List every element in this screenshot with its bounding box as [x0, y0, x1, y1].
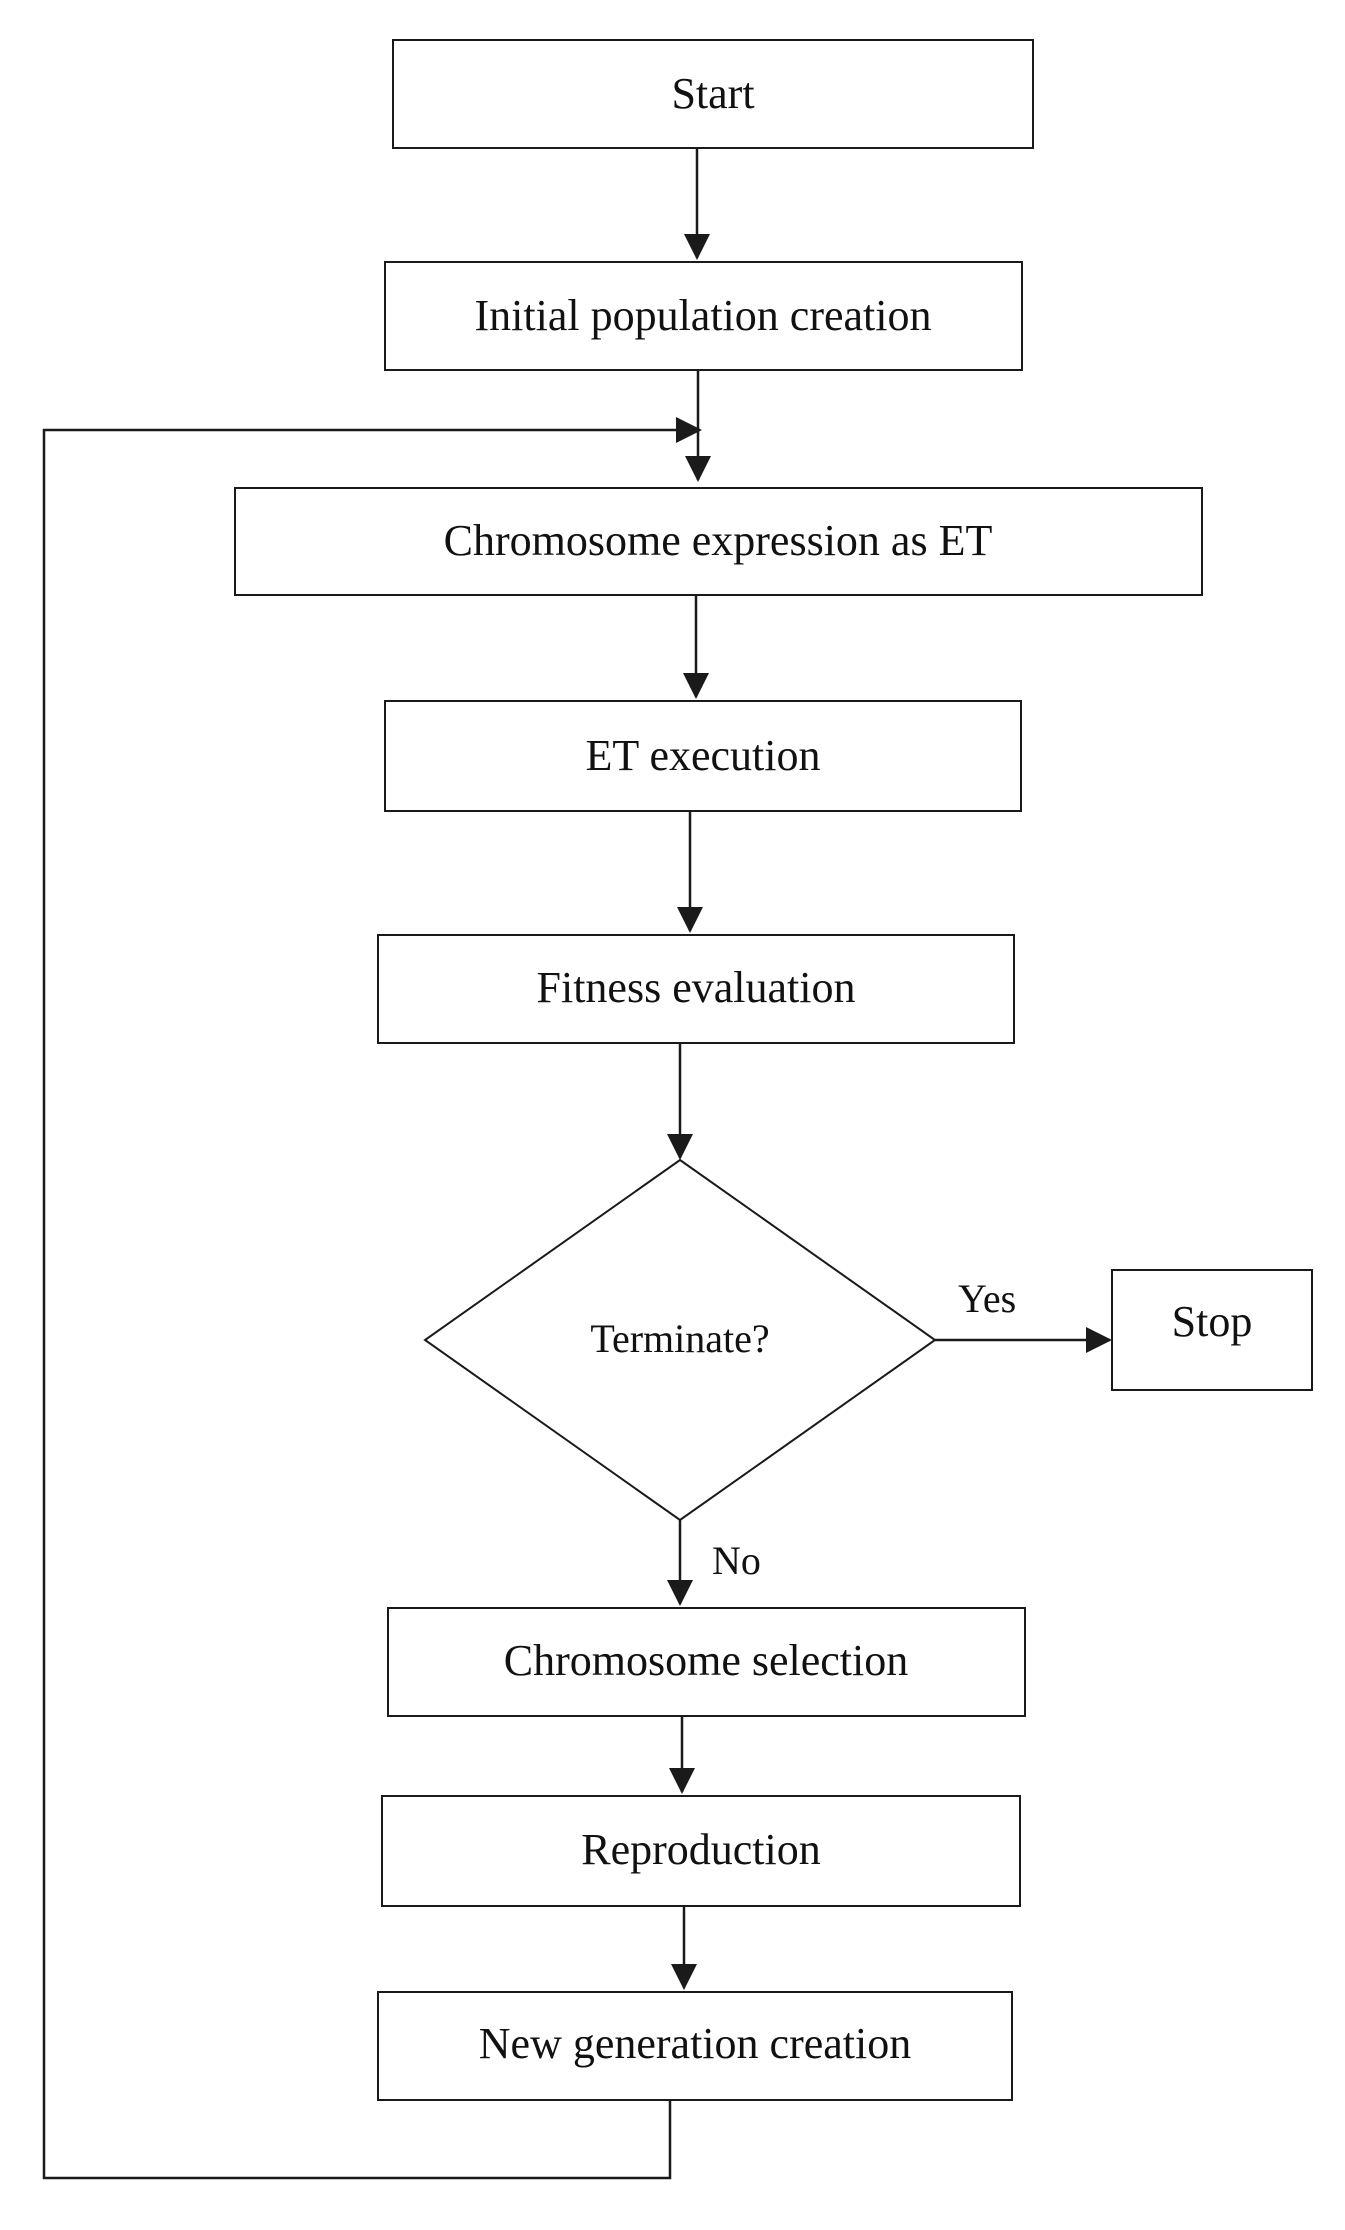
node-reproduction: Reproduction [381, 1795, 1021, 1907]
node-et-execution: ET execution [384, 700, 1022, 812]
node-et-execution-label: ET execution [586, 731, 821, 780]
node-chromosome-expression: Chromosome expression as ET [234, 487, 1203, 596]
node-new-generation: New generation creation [377, 1991, 1013, 2101]
node-reproduction-label: Reproduction [581, 1825, 821, 1874]
node-chromosome-selection: Chromosome selection [387, 1607, 1026, 1717]
node-chromosome-selection-label: Chromosome selection [504, 1636, 909, 1685]
node-start: Start [392, 39, 1034, 149]
node-fitness-evaluation: Fitness evaluation [377, 934, 1015, 1044]
node-stop-label: Stop [1172, 1297, 1253, 1346]
node-stop: Stop [1111, 1269, 1313, 1391]
edge-label-no: No [712, 1538, 761, 1583]
edge-loop-back [42, 417, 702, 2180]
node-terminate-label: Terminate? [590, 1316, 769, 1361]
node-terminate-decision: Terminate? [423, 1158, 937, 1522]
edge-label-yes: Yes [958, 1276, 1016, 1321]
node-initial-population-label: Initial population creation [475, 291, 932, 340]
node-start-label: Start [671, 69, 754, 118]
node-chromosome-expression-label: Chromosome expression as ET [444, 516, 993, 565]
node-initial-population: Initial population creation [384, 261, 1023, 371]
node-new-generation-label: New generation creation [479, 2019, 911, 2068]
node-fitness-evaluation-label: Fitness evaluation [537, 963, 856, 1012]
